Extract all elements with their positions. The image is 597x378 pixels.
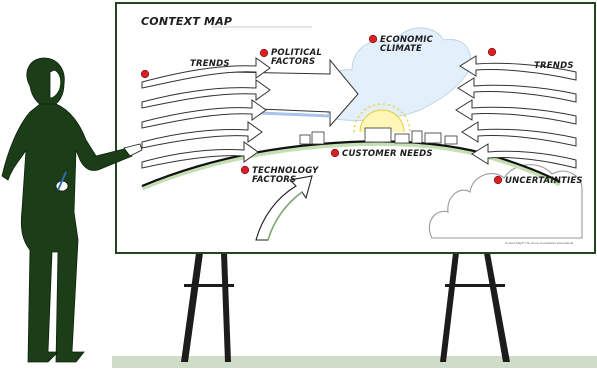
trend-arrows-left: [141, 57, 271, 169]
easel-leg-1: [181, 253, 203, 362]
label-trends-right: TRENDS: [534, 61, 574, 71]
marker-dot-technology: [240, 165, 250, 175]
marker-dot-trends-left: [140, 69, 150, 79]
label-technology-line2: FACTORS: [252, 175, 296, 185]
board-title: CONTEXT MAP: [141, 15, 232, 28]
trend-arrow-right-4: [461, 121, 577, 147]
political-arrow: [227, 58, 359, 128]
marker-dots: [140, 34, 503, 185]
marker-dot-customer: [330, 148, 340, 158]
label-economic-line2: CLIMATE: [380, 44, 422, 54]
label-uncertainties: UNCERTAINTIES: [505, 176, 583, 186]
trend-arrow-left-4: [141, 121, 263, 149]
city-skyline-icon: [299, 127, 458, 145]
trend-arrow-right-3: [455, 99, 577, 125]
marker-dot-trends-right: [487, 47, 497, 57]
storm-cloud-icon: [428, 164, 583, 239]
presenter-body: [1, 103, 133, 363]
marker-dot-political: [259, 48, 269, 58]
label-trends-left: TRENDS: [190, 59, 230, 69]
trend-arrow-right-1: [459, 55, 577, 81]
presenter: [1, 57, 143, 363]
trend-arrow-right-2: [457, 77, 577, 103]
easel-leg-4: [484, 253, 510, 362]
trend-arrows-right: [455, 55, 577, 169]
easel: [181, 253, 510, 362]
trend-arrow-left-1: [141, 57, 271, 89]
label-political-line1: POLITICAL: [271, 48, 322, 58]
easel-leg-2: [221, 253, 231, 362]
marker-dot-uncertainties: [493, 175, 503, 185]
trend-arrow-left-2: [141, 79, 271, 109]
label-customer-needs: CUSTOMER NEEDS: [342, 149, 433, 159]
trend-arrow-left-5: [141, 141, 259, 169]
board-credit: Context Map® The Grove Consultants Inter…: [505, 241, 574, 245]
easel-leg-3: [440, 253, 459, 362]
label-economic-line1: ECONOMIC: [380, 35, 434, 45]
label-political-line2: FACTORS: [271, 57, 315, 67]
trend-arrow-right-5: [471, 143, 577, 169]
pen-icon: [57, 171, 67, 191]
label-technology-line1: TECHNOLOGY: [252, 166, 319, 176]
floor: [112, 356, 597, 368]
horizon-hill: [141, 140, 562, 191]
marker-dot-economic: [368, 34, 378, 44]
sun-icon: [353, 103, 411, 133]
trend-arrow-left-3: [141, 99, 267, 129]
economic-cloud-icon: [324, 27, 472, 121]
